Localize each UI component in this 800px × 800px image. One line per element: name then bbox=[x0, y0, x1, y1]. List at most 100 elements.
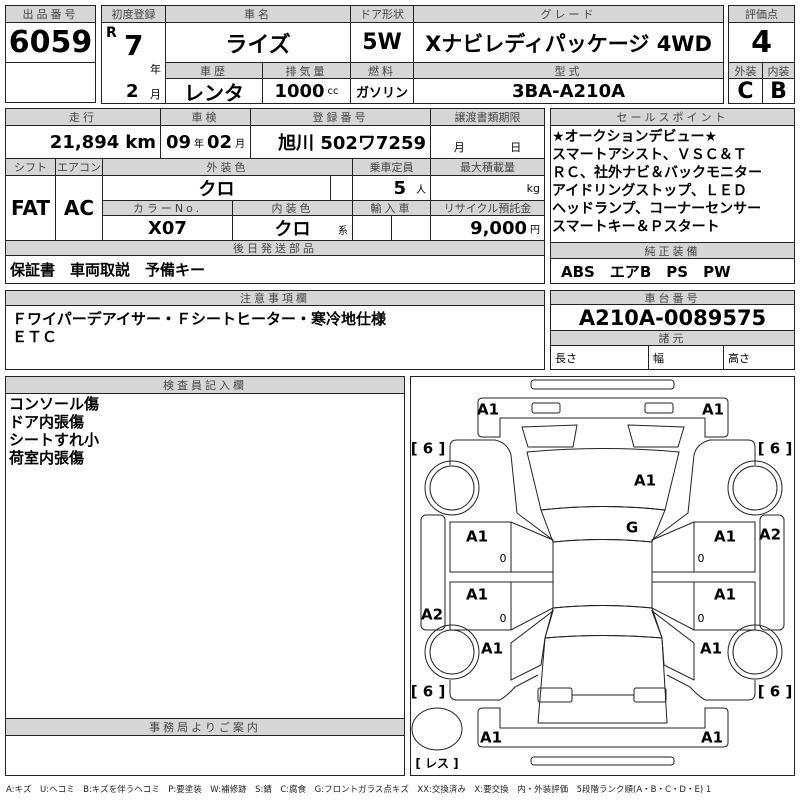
rear-bumper bbox=[477, 707, 729, 748]
spec-length: 長さ bbox=[550, 345, 649, 370]
rear-fender-right bbox=[666, 674, 756, 701]
rear-door-right bbox=[651, 581, 756, 631]
spec-height: 高さ bbox=[723, 345, 795, 370]
month-unit: 月 bbox=[235, 138, 246, 150]
color-number: X07 bbox=[102, 215, 233, 241]
mark-hood: A1 bbox=[634, 472, 656, 490]
air-con: AC bbox=[55, 175, 103, 241]
mark-zero: 0 bbox=[500, 552, 507, 565]
trunk bbox=[537, 635, 668, 724]
car-name: ライズ bbox=[165, 22, 351, 63]
year-unit: 年 bbox=[194, 138, 204, 150]
front-bumper bbox=[477, 397, 729, 438]
load-header: 最大積載量 bbox=[430, 158, 545, 176]
rear-bumper-bar bbox=[530, 756, 675, 766]
fuel-header: 燃料 bbox=[350, 62, 414, 79]
recycle-unit: 円 bbox=[530, 224, 540, 236]
side-skirt-right bbox=[759, 514, 785, 631]
seats-unit: 人 bbox=[416, 184, 426, 196]
interior-color-header: 内装色 bbox=[232, 200, 353, 216]
mark-windshield: G bbox=[626, 519, 638, 537]
car-name-header: 車名 bbox=[165, 5, 351, 23]
grade-header: グレード bbox=[413, 5, 724, 23]
inspection-year: 09 bbox=[165, 131, 191, 153]
score-header: 評価点 bbox=[728, 5, 795, 23]
headlight-right bbox=[644, 402, 674, 414]
wheel-rear-right bbox=[732, 629, 778, 675]
wheel-front-left bbox=[429, 465, 475, 511]
color-blank bbox=[330, 175, 353, 201]
taillight-right bbox=[633, 687, 667, 703]
notes: Ｆワイパーデアイサー・Ｆシートヒーター・寒冷地仕様 ＥＴＣ bbox=[12, 310, 386, 346]
inspection-header: 車検 bbox=[160, 108, 251, 126]
mileage: 21,894 bbox=[49, 131, 120, 153]
mark-front-bumper-left: A1 bbox=[477, 401, 499, 419]
mark-front-door-left: A1 bbox=[466, 528, 488, 546]
inspector-notes: コンソール傷 ドア内張傷 シートすれ小 荷室内張傷 bbox=[9, 395, 100, 467]
office-box bbox=[5, 735, 405, 776]
mark-side-skirt-right: A2 bbox=[759, 526, 781, 544]
mark-rear-bumper-left: A1 bbox=[480, 729, 502, 747]
interior-color-cell: クロ系 bbox=[232, 215, 353, 241]
rear-fender-left bbox=[449, 674, 539, 701]
office-header: 事務局よりご案内 bbox=[5, 718, 405, 736]
recycle-fee: 9,000 bbox=[470, 217, 527, 239]
later-parts: 保証書 車両取説 予備キー bbox=[5, 255, 545, 284]
car-damage-diagram: A1 A1 [ 6 ] [ 6 ] A1 G A1 A1 A2 0 0 A1 A… bbox=[411, 379, 793, 771]
mileage-unit: km bbox=[125, 131, 156, 153]
taillight-left bbox=[537, 687, 573, 703]
wheel-rear-left bbox=[429, 629, 475, 675]
equipment-header: 純正装備 bbox=[550, 242, 795, 259]
front-door-right bbox=[651, 521, 756, 573]
lot-number-header: 出品番号 bbox=[5, 5, 96, 23]
displacement-header: 排気量 bbox=[262, 62, 351, 79]
rear-quarter-right bbox=[650, 609, 695, 681]
interior-header: 内装 bbox=[762, 62, 795, 79]
history: レンタ bbox=[165, 78, 263, 104]
headlight-left bbox=[531, 402, 561, 414]
model-header: 型式 bbox=[413, 62, 724, 79]
history-header: 車歴 bbox=[165, 62, 263, 79]
mark-rear-quarter-right: A1 bbox=[700, 640, 722, 658]
legend: A:キズ U:ヘコミ B:キズを伴うヘコミ P:要塗装 W:補修跡 S:錆 C:… bbox=[6, 785, 712, 795]
era: R bbox=[106, 25, 117, 41]
front-door-left bbox=[449, 521, 554, 573]
roof bbox=[552, 539, 653, 609]
grille-right bbox=[627, 424, 685, 448]
rear-door-left bbox=[449, 581, 554, 631]
tread-rear-right: [ 6 ] bbox=[758, 683, 793, 701]
tread-front-left: [ 6 ] bbox=[411, 440, 446, 458]
chassis-number: A210A-0089575 bbox=[550, 304, 795, 331]
first-reg-cell: R 7 年 2 月 bbox=[101, 22, 166, 104]
ac-header: エアコン bbox=[55, 158, 103, 176]
mark-front-door-right: A1 bbox=[714, 528, 736, 546]
lot-number: 6059 bbox=[5, 22, 96, 63]
recycle-header: リサイクル預託金 bbox=[430, 200, 545, 216]
reg-year: 7 bbox=[124, 29, 144, 62]
tread-front-right: [ 6 ] bbox=[758, 440, 793, 458]
mark-zero: 0 bbox=[500, 612, 507, 625]
transfer-month: 月 bbox=[453, 141, 465, 154]
exterior-header: 外装 bbox=[728, 62, 763, 79]
tread-rear-left: [ 6 ] bbox=[411, 683, 446, 701]
spec-width: 幅 bbox=[648, 345, 724, 370]
reg-month: 2 bbox=[126, 81, 139, 102]
inspection-month: 02 bbox=[207, 131, 233, 153]
windshield bbox=[540, 506, 666, 543]
front-fender-left bbox=[449, 439, 554, 541]
damage-diagram-frame bbox=[410, 376, 795, 776]
inspector-header: 検査員記入欄 bbox=[5, 376, 405, 394]
notes-header: 注意事項欄 bbox=[5, 290, 545, 306]
spec-header: 諸元 bbox=[550, 330, 795, 346]
spare-tire-label: [ レス ] bbox=[415, 757, 458, 771]
mark-rear-door-left: A1 bbox=[466, 586, 488, 604]
displacement-unit: cc bbox=[327, 85, 339, 97]
model-code: 3BA-A210A bbox=[413, 78, 724, 104]
sales-points: ★オークションデビュー★ スマートアシスト、ＶＳＣ＆Ｔ ＲＣ、社外ナビ＆バックモ… bbox=[552, 129, 762, 235]
equipment: ABS エアB PS PW bbox=[550, 258, 795, 284]
chassis-header: 車台番号 bbox=[550, 290, 795, 305]
color-header: 外装色 bbox=[102, 158, 353, 176]
